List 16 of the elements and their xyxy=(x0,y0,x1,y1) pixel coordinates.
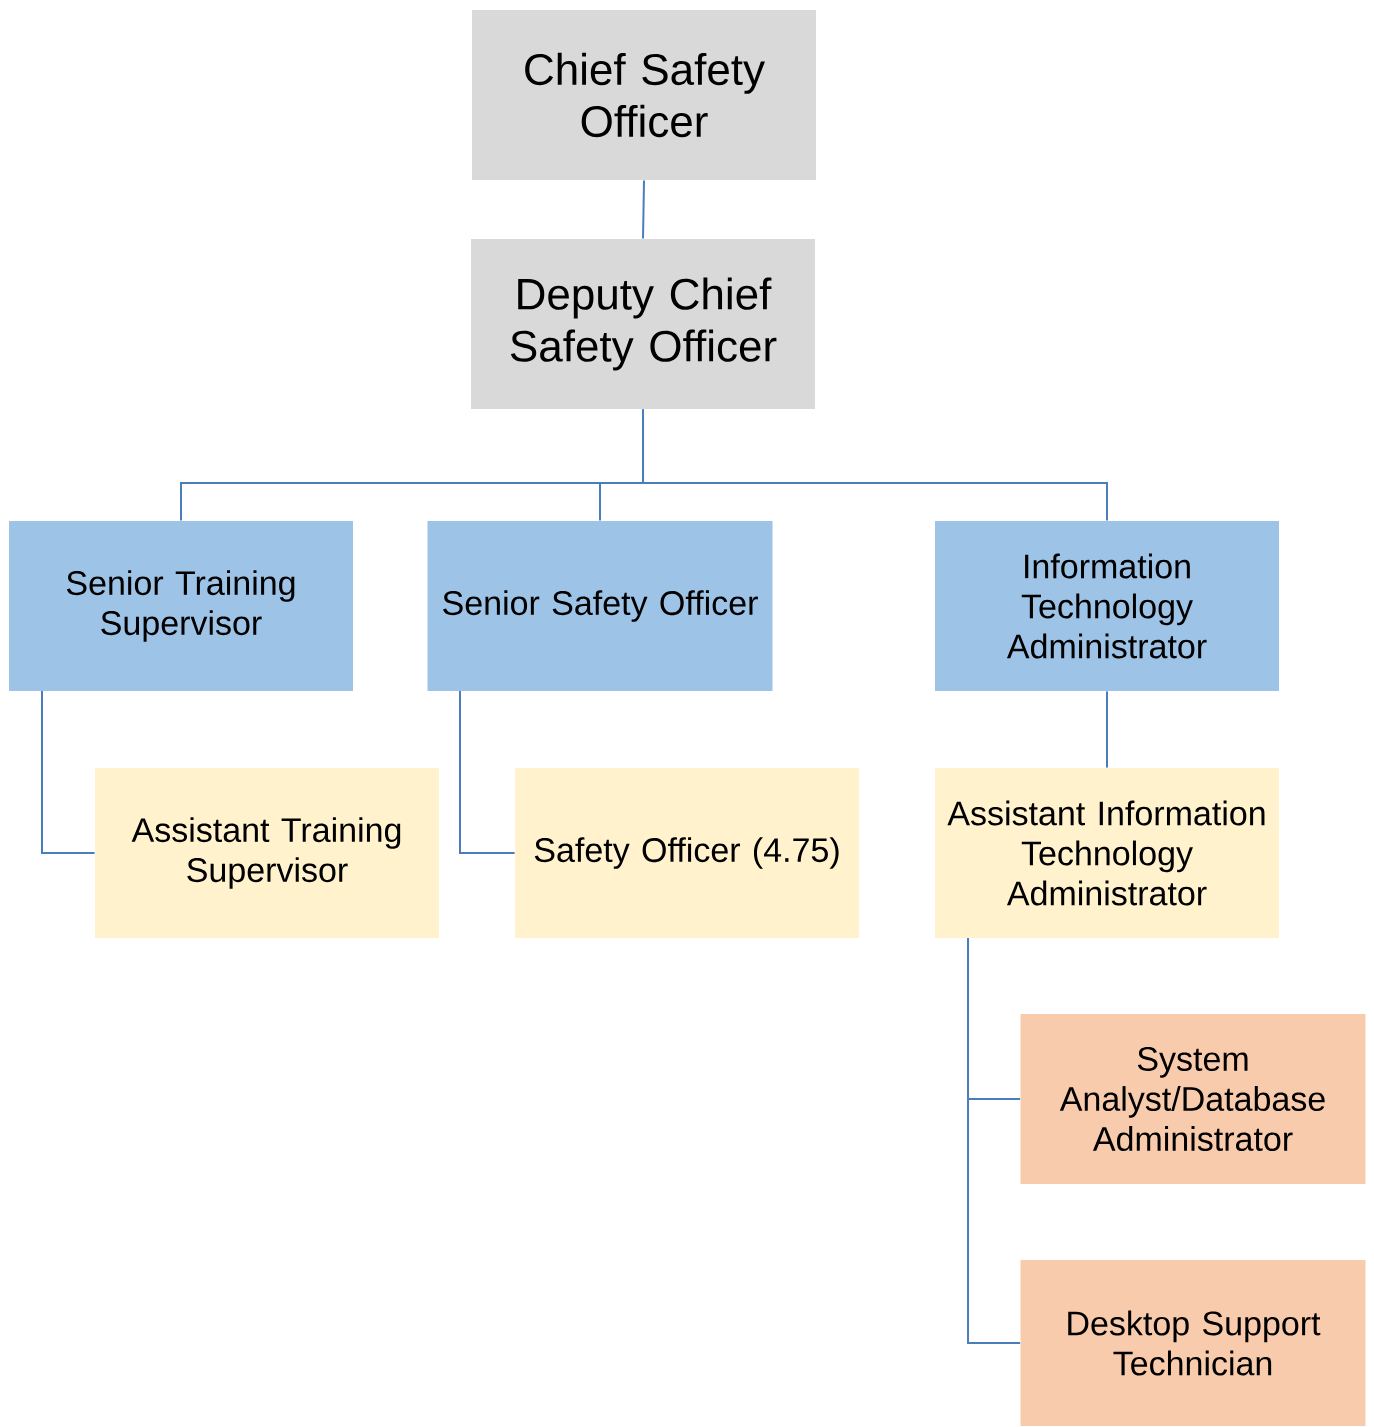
connector-line xyxy=(642,408,1108,522)
connector-line xyxy=(41,690,96,854)
org-box: Assistant Training Supervisor xyxy=(95,768,439,938)
org-box: Chief Safety Officer xyxy=(472,10,816,180)
org-box: Desktop Support Technician xyxy=(1020,1260,1366,1426)
connector-line xyxy=(967,937,1022,1344)
org-box: System Analyst/Database Administrator xyxy=(1020,1014,1366,1184)
org-box: Information Technology Administrator xyxy=(935,521,1279,691)
org-box: Assistant Information Technology Administrator xyxy=(935,768,1279,938)
connector-line xyxy=(459,690,516,854)
org-box: Senior Training Supervisor xyxy=(9,521,353,691)
org-box: Deputy Chief Safety Officer xyxy=(471,239,815,409)
connector-line xyxy=(1106,690,1108,769)
connector-line xyxy=(642,179,645,240)
org-box: Safety Officer (4.75) xyxy=(515,768,859,938)
org-box: Senior Safety Officer xyxy=(427,521,773,691)
